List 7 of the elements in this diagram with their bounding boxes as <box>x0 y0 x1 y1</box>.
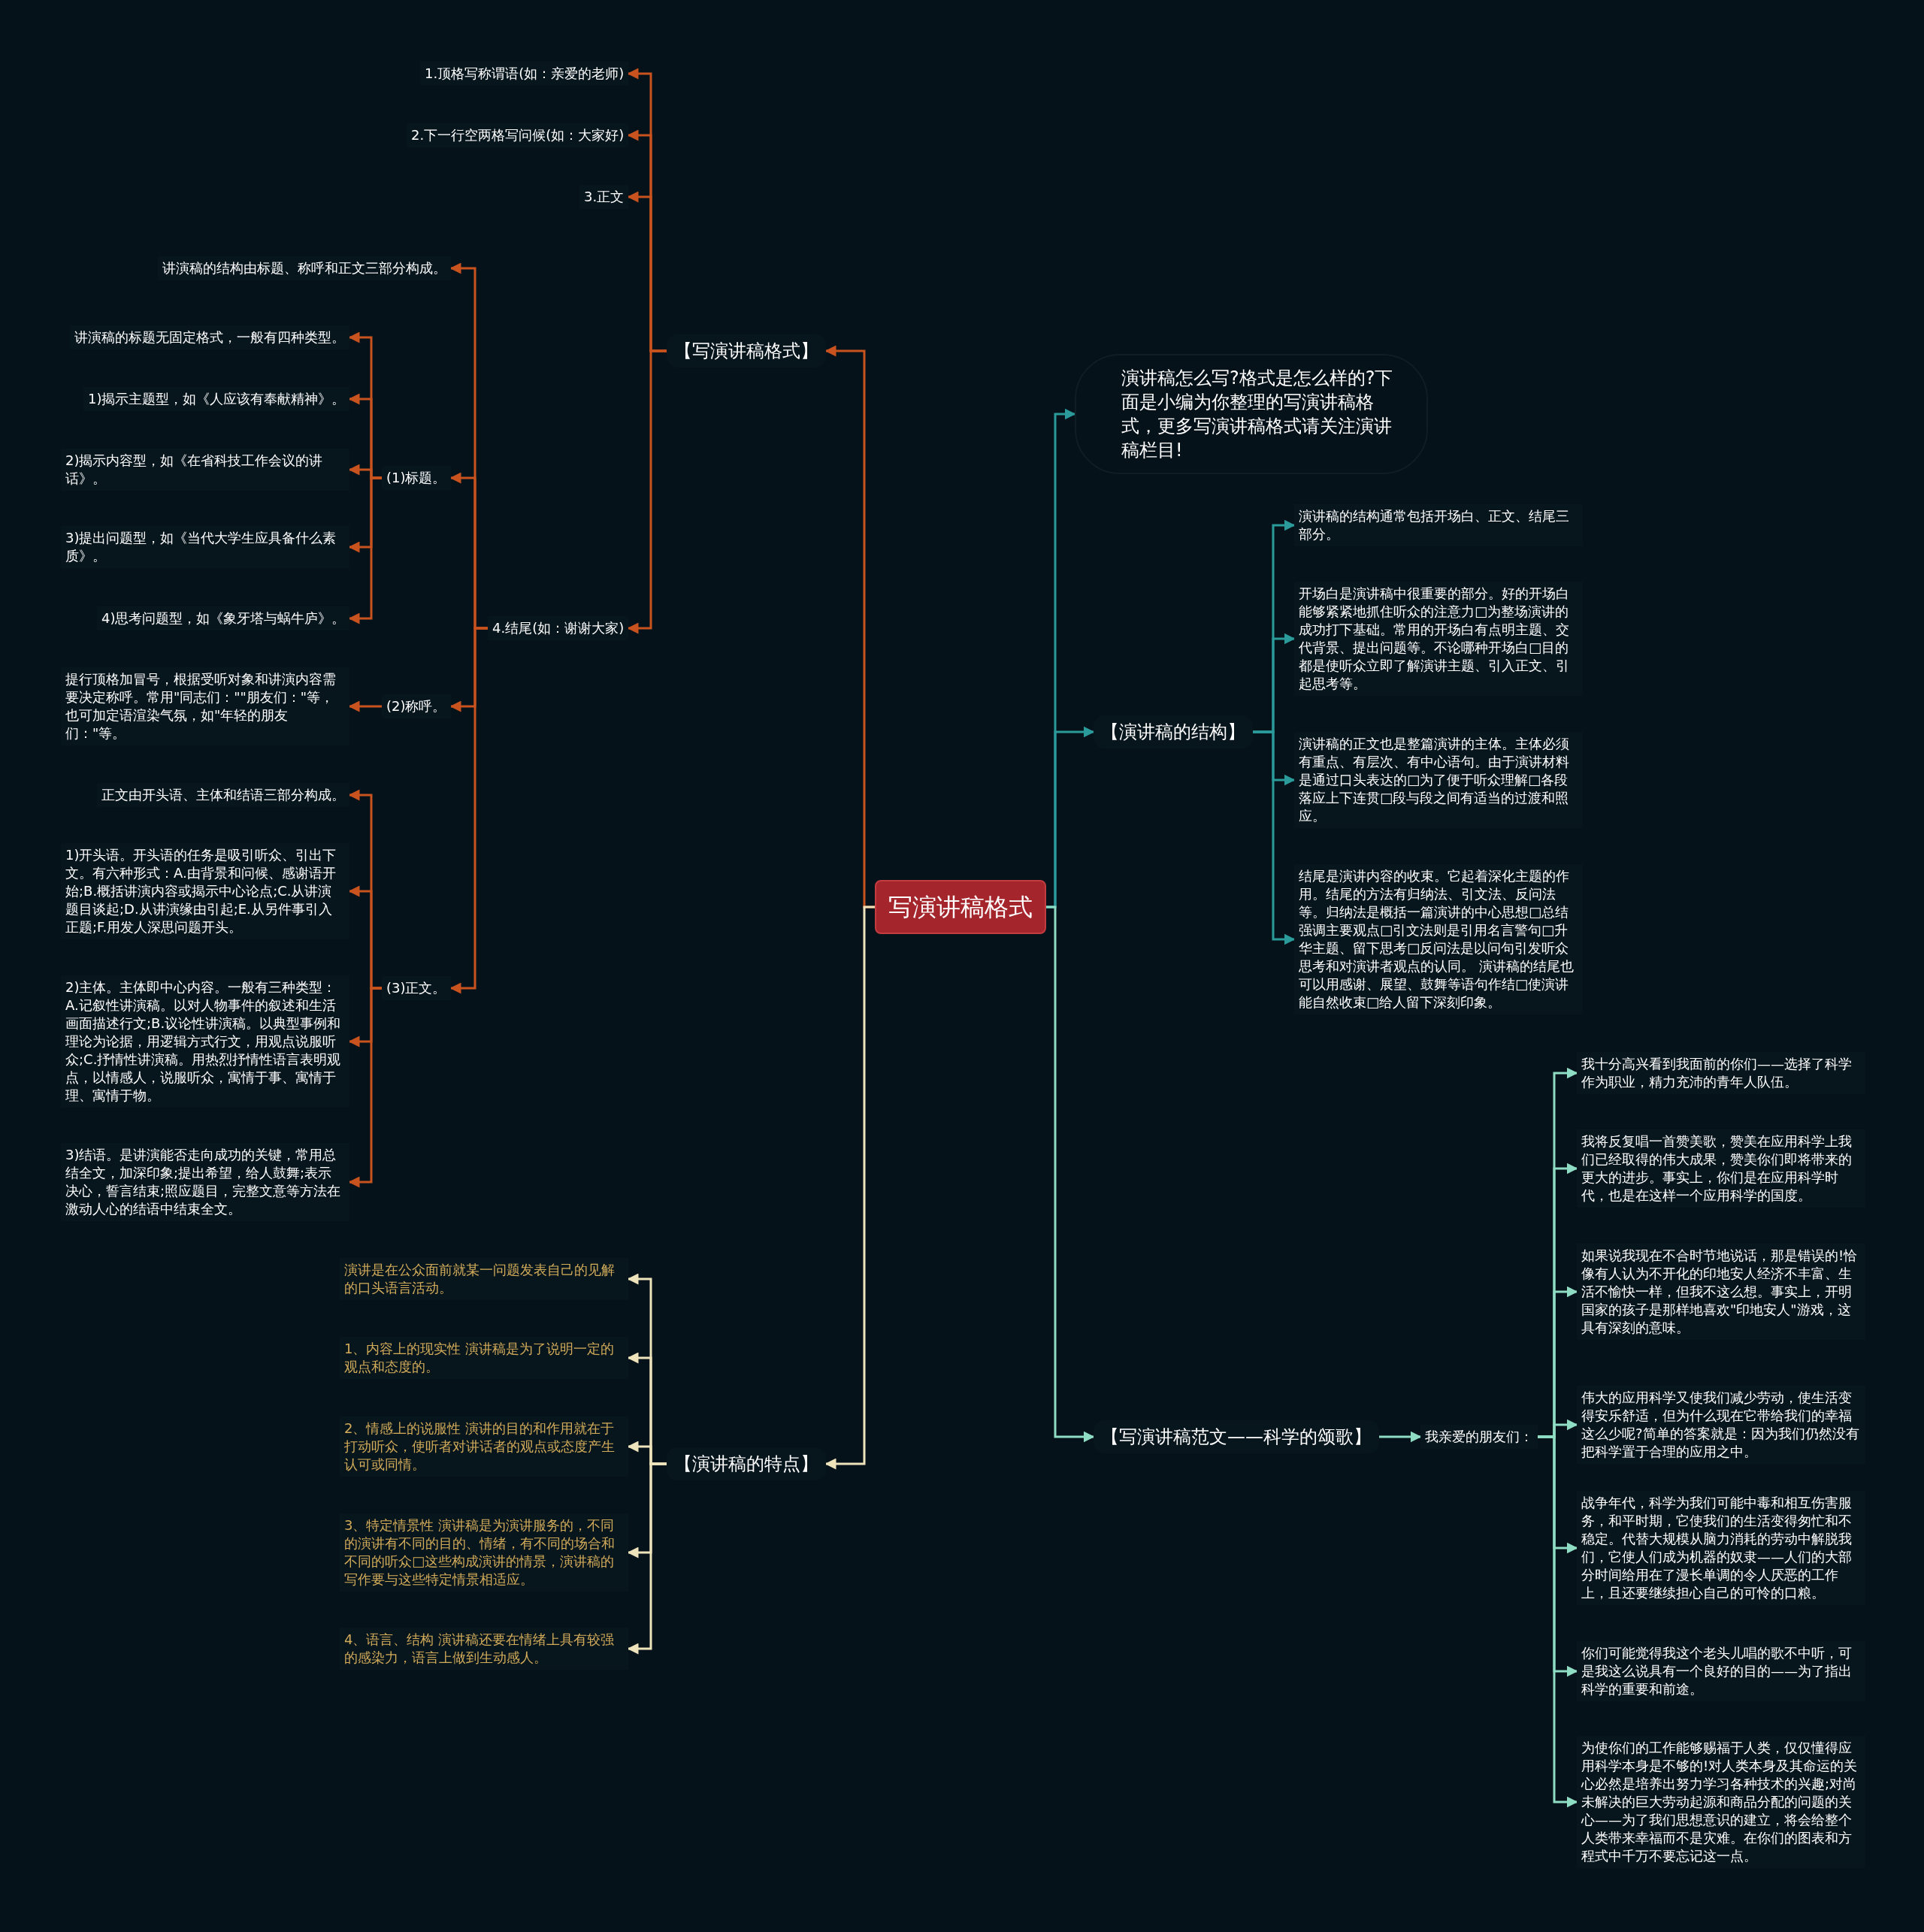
connector-arrow <box>1046 906 1095 1443</box>
connector-arrow <box>824 906 875 1470</box>
intro-bubble: 演讲稿怎么写?格式是怎么样的?下面是小编为你整理的写演讲稿格式，更多写演讲稿格式请关注演讲稿栏目! <box>1075 354 1428 474</box>
connector-arrow <box>1253 730 1296 945</box>
connector-arrow <box>1379 1431 1422 1443</box>
central-topic-box: 写演讲稿格式 <box>875 880 1046 934</box>
connector-arrow <box>449 627 488 994</box>
